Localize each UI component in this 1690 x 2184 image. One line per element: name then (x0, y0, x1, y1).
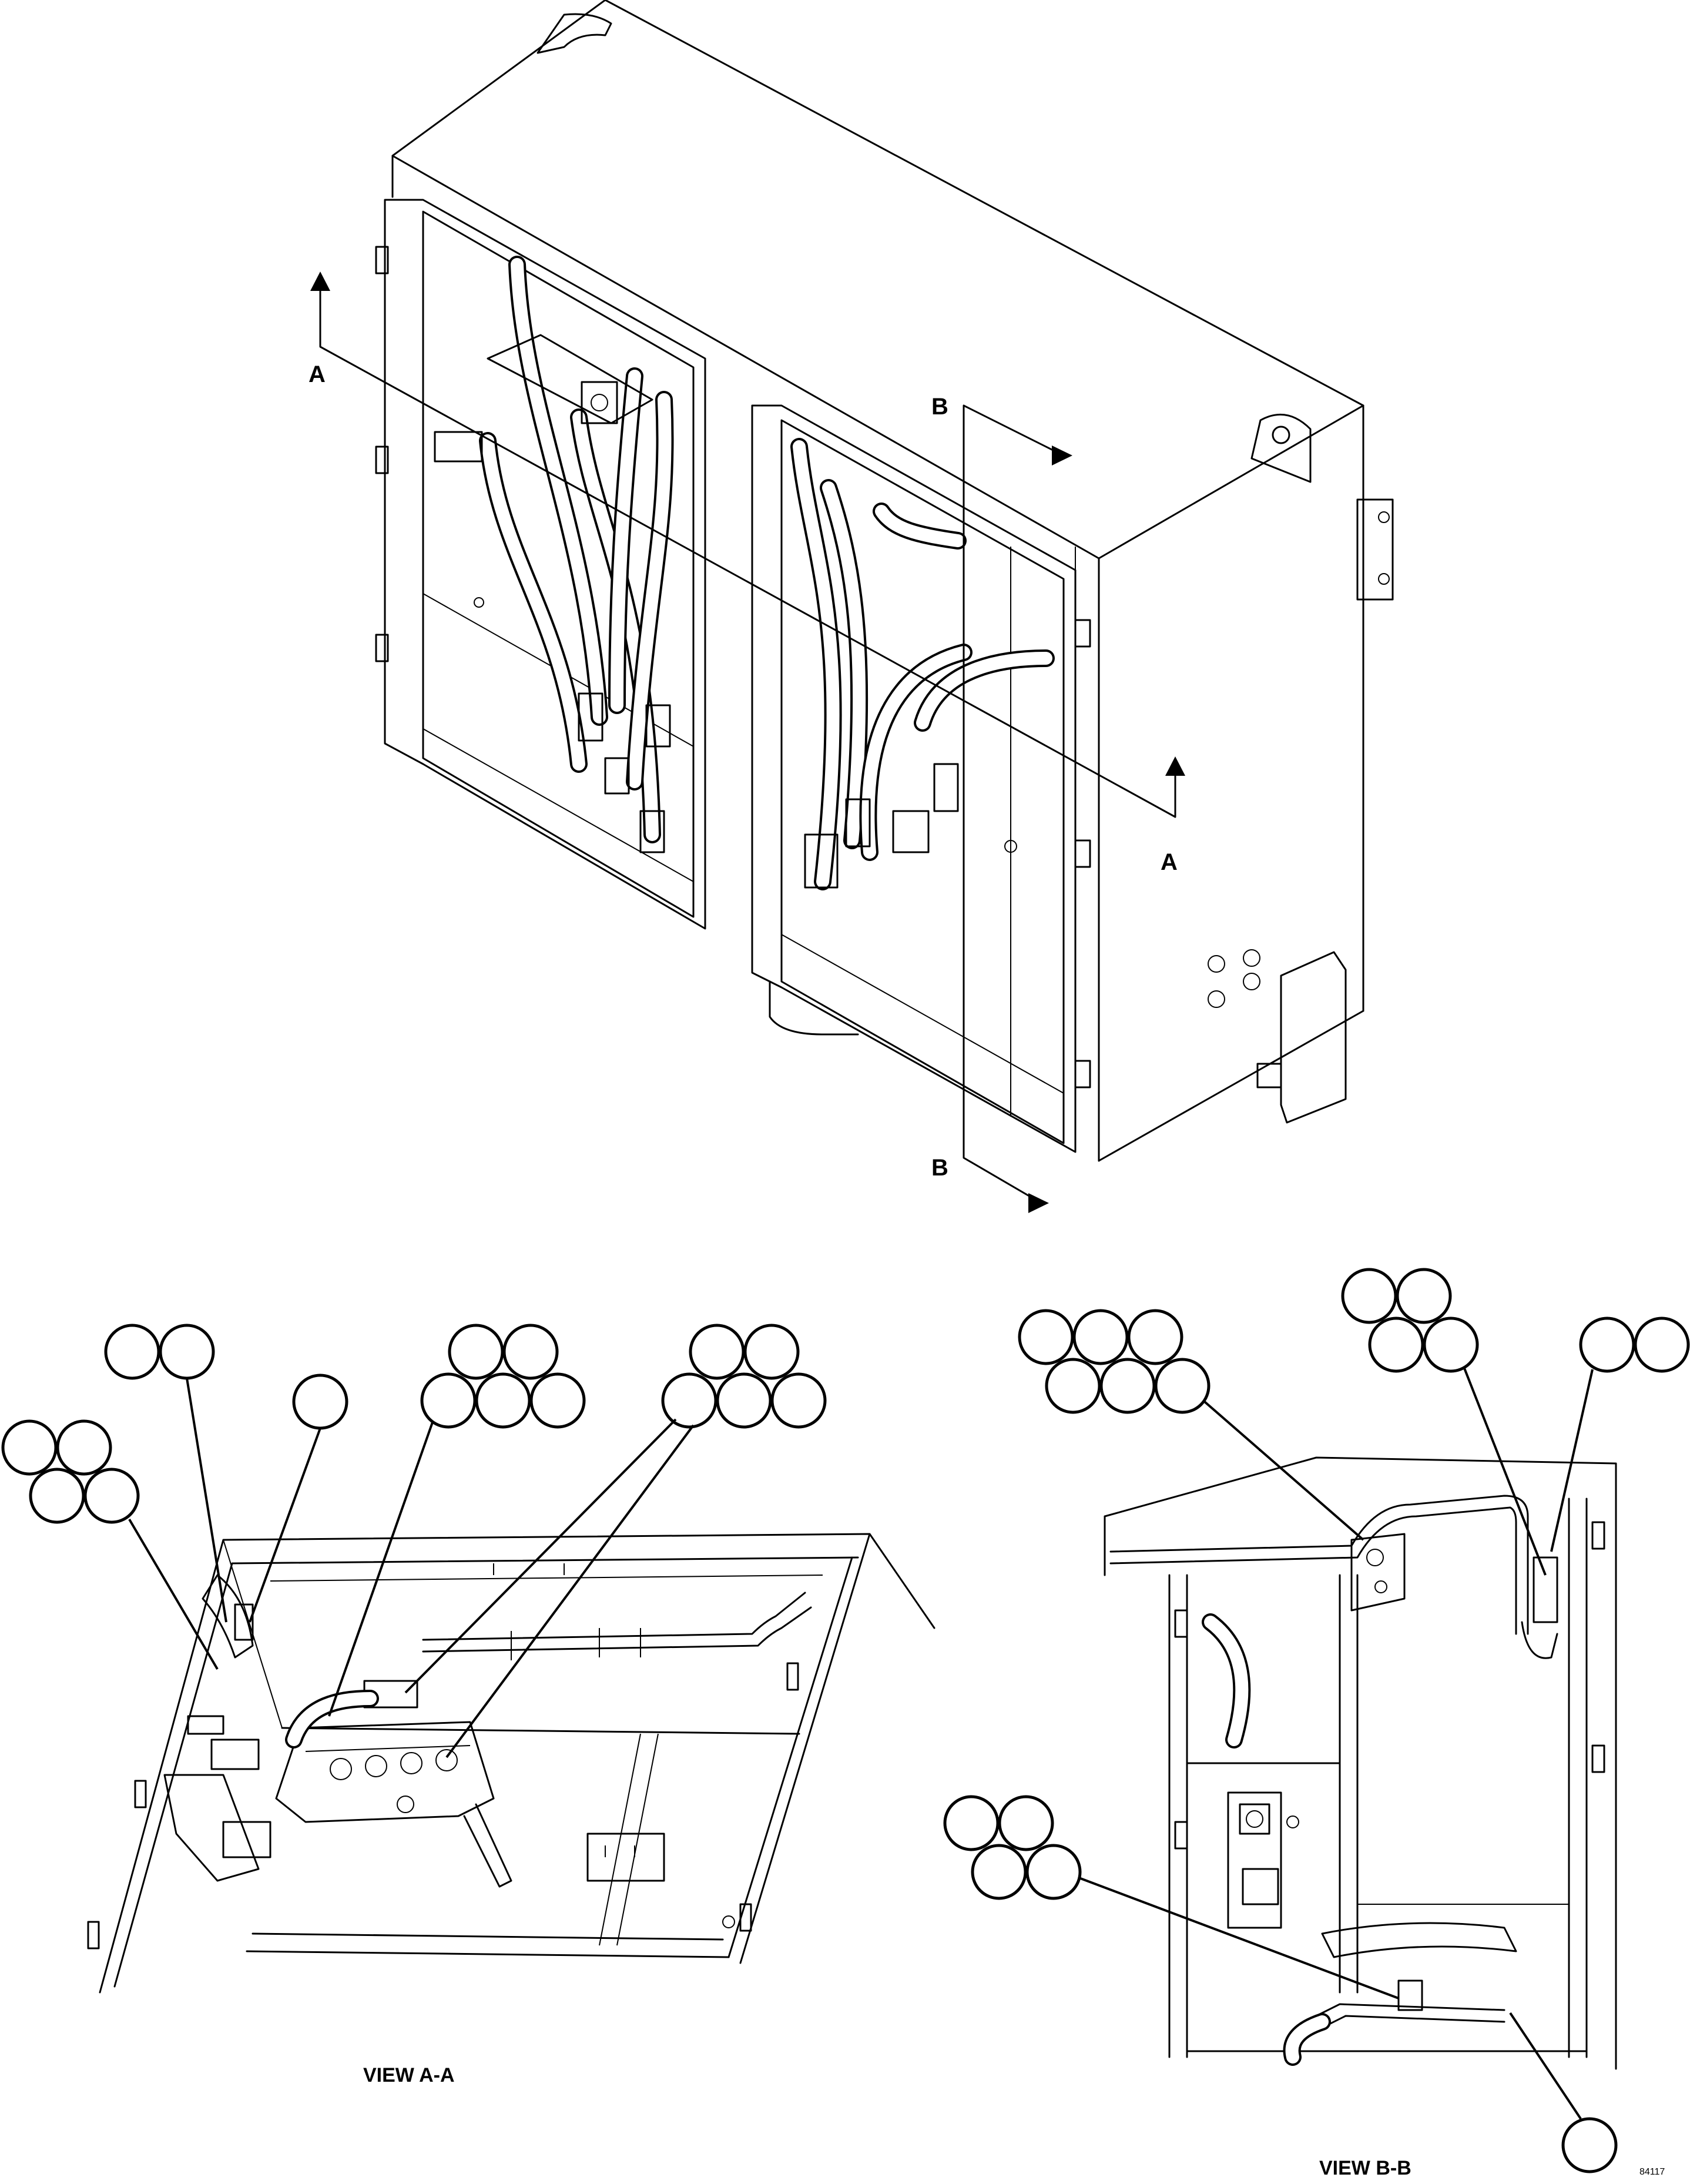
callout-bubble (1072, 1309, 1129, 1365)
caption-view-b: VIEW B-B (1319, 2157, 1411, 2179)
callout-bubble (1018, 1309, 1074, 1365)
callout-bubble (1154, 1358, 1211, 1414)
reference-number: 84117 (1639, 2167, 1665, 2177)
callout-bubble (420, 1372, 477, 1429)
view-a-a-detail (87, 1533, 935, 1994)
callout-bubble (1423, 1317, 1479, 1373)
callout-bubble (104, 1324, 160, 1380)
callout-bubble (1368, 1317, 1424, 1373)
callout-bubble (1579, 1317, 1635, 1373)
callout-bubble (29, 1468, 85, 1524)
callout-bubble (689, 1324, 745, 1380)
callout-bubble (448, 1324, 504, 1380)
callout-bubble (1341, 1268, 1397, 1324)
section-line-a: A A (309, 272, 1185, 875)
callout-bubble (661, 1372, 717, 1429)
callout-bubble (770, 1372, 827, 1429)
callout-bubble (1127, 1309, 1183, 1365)
section-line-b: B B (931, 394, 1072, 1213)
callout-bubble (83, 1468, 140, 1524)
callout-bubble (1396, 1268, 1452, 1324)
section-label-b-top: B (931, 394, 948, 420)
callout-bubble (56, 1419, 112, 1476)
callout-bubble (716, 1372, 772, 1429)
callout-bubble (971, 1844, 1027, 1900)
callout-bubble (743, 1324, 800, 1380)
caption-view-a: VIEW A-A (363, 2064, 455, 2086)
callout-bubble (475, 1372, 531, 1429)
callout-bubble (502, 1324, 559, 1380)
callout-bubble (529, 1372, 586, 1429)
callout-bubble (1025, 1844, 1082, 1900)
section-label-b-bottom: B (931, 1155, 948, 1181)
section-label-a-top: A (309, 361, 326, 387)
callout-bubble (943, 1795, 1000, 1851)
callout-bubble (1561, 2117, 1618, 2173)
callout-bubble (1634, 1317, 1690, 1373)
callout-bubble (1, 1419, 58, 1476)
callout-bubble (159, 1324, 215, 1380)
cabinet-assembly (375, 0, 1394, 1162)
view-a-callouts (1, 1324, 827, 1758)
view-b-callouts (943, 1268, 1690, 2173)
callout-bubble (292, 1374, 348, 1430)
callout-bubble (1045, 1358, 1101, 1414)
callout-bubble (998, 1795, 1054, 1851)
section-label-a-bottom: A (1161, 849, 1178, 875)
callout-bubble (1099, 1358, 1156, 1414)
view-b-b-detail (1104, 1456, 1617, 2070)
